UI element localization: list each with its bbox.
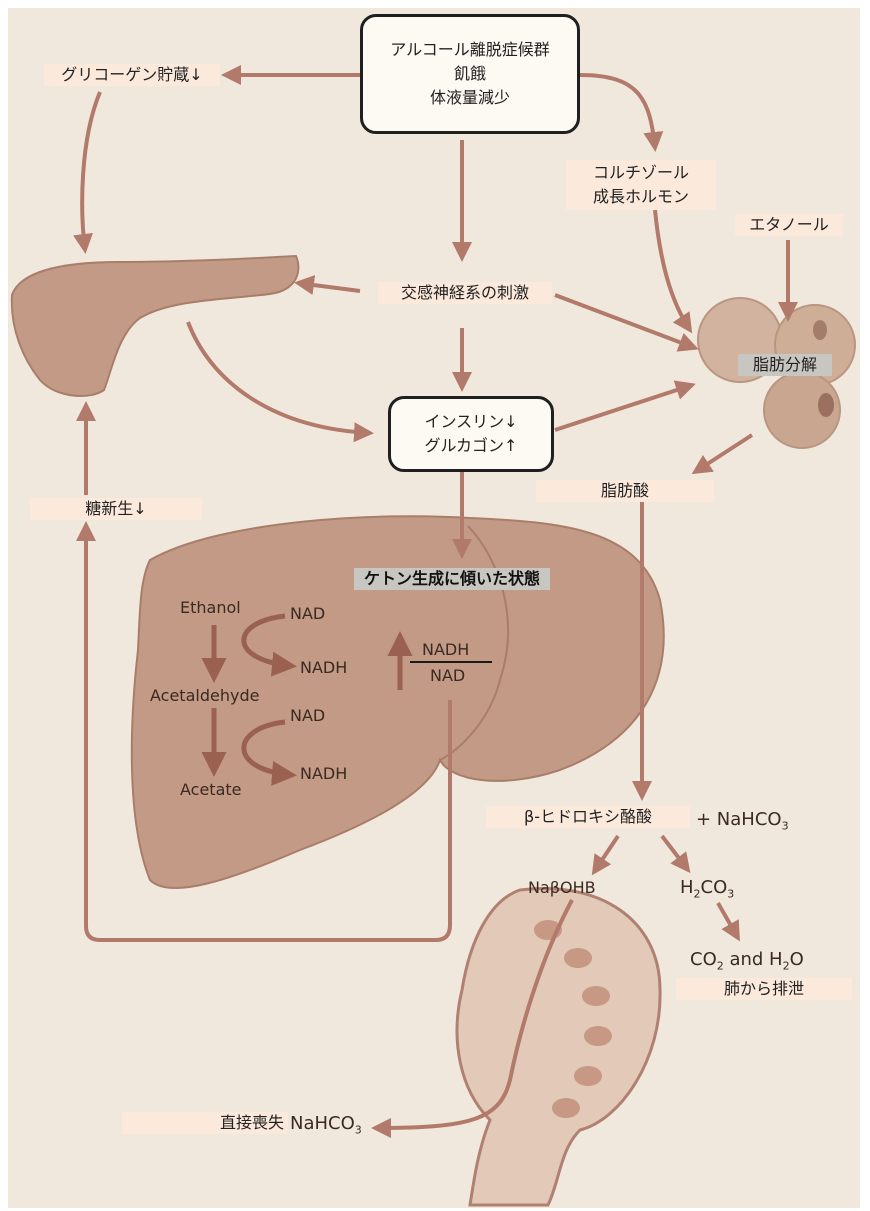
nabohb-text: NaβOHB bbox=[528, 878, 596, 898]
lungs-label: 肺から排泄 bbox=[676, 978, 852, 1000]
plus-nahco3-text: + NaHCO3 bbox=[696, 810, 789, 837]
insulin-line: インスリン↓ bbox=[391, 410, 551, 434]
plus-nahco3: + NaHCO bbox=[696, 809, 782, 830]
nad-text-2: NAD bbox=[290, 706, 325, 726]
h2o-o: O bbox=[790, 949, 804, 970]
co2-co: CO bbox=[690, 949, 717, 970]
and-h: and H bbox=[724, 949, 783, 970]
nahco3-out-text: NaHCO3 bbox=[290, 1114, 362, 1141]
stress-line-2: 飢餓 bbox=[363, 62, 577, 86]
h2co3-h: H bbox=[680, 877, 694, 898]
sympathetic-label: 交感神経系の刺激 bbox=[378, 282, 552, 304]
glucagon-line: グルカゴン↑ bbox=[391, 434, 551, 458]
h2co3-co: CO bbox=[701, 877, 728, 898]
ethanol-text: Ethanol bbox=[180, 598, 241, 618]
h2o-subscript: 2 bbox=[783, 960, 790, 973]
glycogen-label: グリコーゲン貯蔵↓ bbox=[44, 64, 220, 86]
acetate-text: Acetate bbox=[180, 780, 242, 800]
fatty-acid-label: 脂肪酸 bbox=[536, 480, 714, 502]
co2-h2o-text: CO2 and H2O bbox=[690, 950, 804, 977]
cortisol-line-2: 成長ホルモン bbox=[566, 185, 716, 209]
ratio-denominator: NAD bbox=[430, 666, 465, 686]
nad-text-1: NAD bbox=[290, 604, 325, 624]
lipolysis-label: 脂肪分解 bbox=[738, 354, 832, 376]
subscript-3: 3 bbox=[782, 820, 789, 833]
stress-line-1: アルコール離脱症候群 bbox=[363, 38, 577, 62]
ratio-numerator: NADH bbox=[422, 640, 469, 660]
h2co3-text: H2CO3 bbox=[680, 878, 734, 905]
co2-subscript: 2 bbox=[717, 960, 724, 973]
h2co3-subscript-2: 2 bbox=[694, 888, 701, 901]
gluconeogenesis-label: 糖新生↓ bbox=[30, 498, 202, 520]
nahco3-out: NaHCO bbox=[290, 1113, 355, 1134]
acetaldehyde-text: Acetaldehyde bbox=[150, 686, 259, 706]
cortisol-label: コルチゾール 成長ホルモン bbox=[566, 160, 716, 210]
nadh-text-1: NADH bbox=[300, 658, 347, 678]
nahco3-subscript: 3 bbox=[355, 1124, 362, 1137]
ethanol-jp-label: エタノール bbox=[735, 214, 843, 236]
bohb-label: β-ヒドロキシ酪酸 bbox=[486, 806, 690, 828]
stress-line-3: 体液量減少 bbox=[363, 86, 577, 110]
cortisol-line-1: コルチゾール bbox=[566, 161, 716, 185]
insulin-glucagon-box: インスリン↓ グルカゴン↑ bbox=[388, 396, 554, 472]
ketogenic-state-label: ケトン生成に傾いた状態 bbox=[354, 568, 550, 590]
stress-causes-box: アルコール離脱症候群 飢餓 体液量減少 bbox=[360, 14, 580, 134]
direct-loss-label: 直接喪失 bbox=[122, 1112, 288, 1134]
h2co3-subscript-3: 3 bbox=[727, 888, 734, 901]
nadh-text-2: NADH bbox=[300, 764, 347, 784]
